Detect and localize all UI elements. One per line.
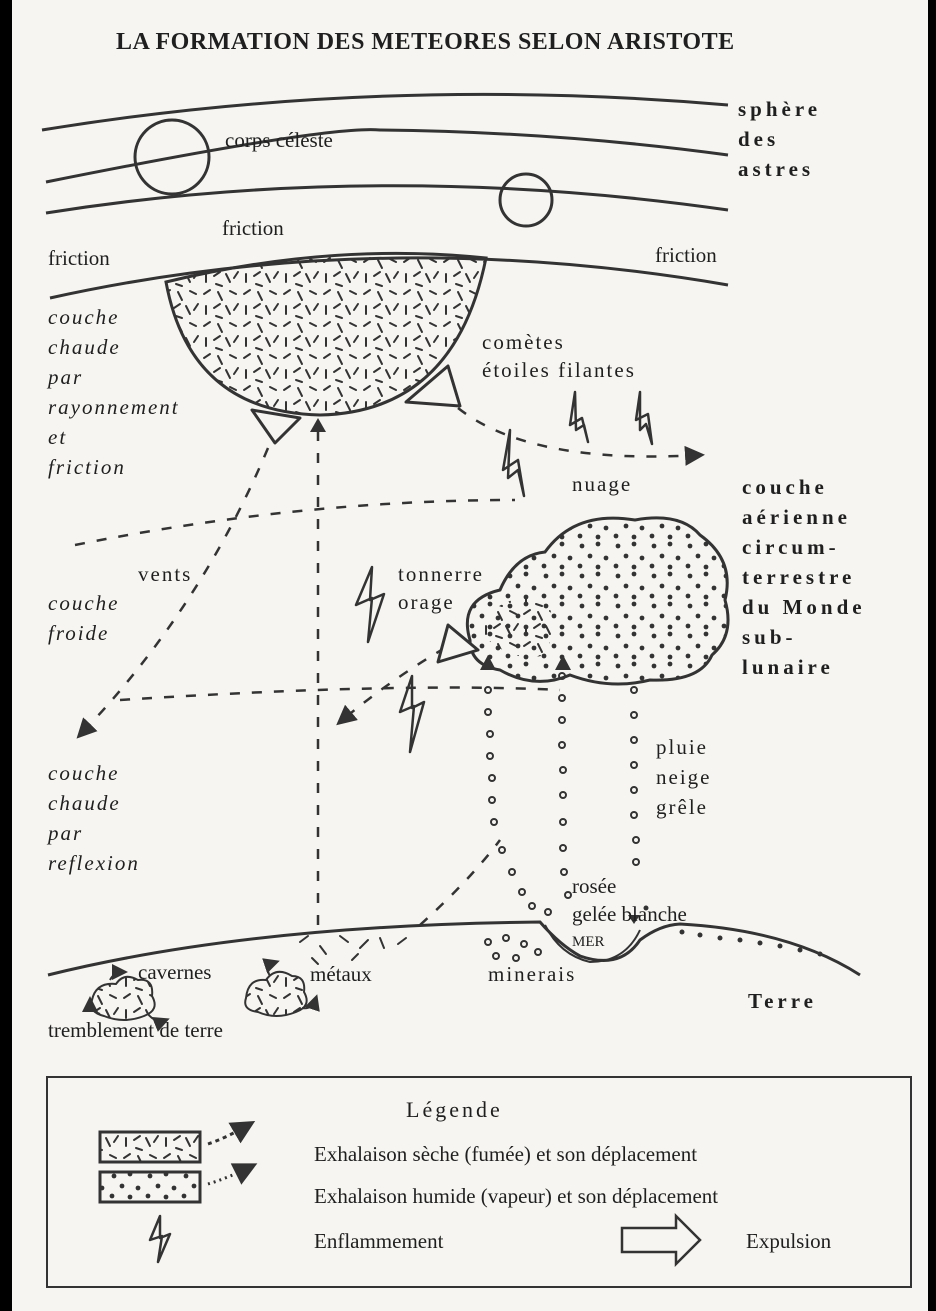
minerais-deposit [485,935,541,961]
label-couche-aerienne-line-1: couche [742,472,866,502]
label-couche-aerienne-line-4: terrestre [742,562,866,592]
label-astres-line: astres [738,154,821,184]
label-minerais: minerais [488,962,576,986]
label-rosee: rosée [572,874,616,898]
label-cometes: comètes [482,330,565,354]
label-couche-froide: couche froide [48,588,119,648]
legend-title: Légende [406,1098,503,1122]
label-orage: orage [398,590,455,614]
label-neige: neige [656,762,711,792]
label-terre: Terre [748,986,817,1016]
label-nuage: nuage [572,472,632,496]
legend-dry-exhalation-text: Exhalaison sèche (fumée) et son déplacem… [314,1142,697,1166]
label-couche-chaude-rayonnement: couche chaude par rayonnement et frictio… [48,302,180,482]
label-gelee-blanche: gelée blanche [572,902,687,926]
label-reflexion-line-4: reflexion [48,848,140,878]
label-sphere-des-astres: sphère des astres [738,94,821,184]
cloud [467,518,728,684]
label-des-line: des [738,124,821,154]
label-et-line: et [48,422,180,452]
label-pluie: pluie [656,732,711,762]
label-couche-aerienne-line-5: du Monde [742,592,866,622]
label-couche-aerienne-line-7: lunaire [742,652,866,682]
label-couche-aerienne: couche aérienne circum- terrestre du Mon… [742,472,866,682]
label-mer: MER [572,930,605,954]
label-tonnerre: tonnerre [398,562,484,586]
label-couche-aerienne-line-2: aérienne [742,502,866,532]
label-friction-line: friction [48,452,180,482]
label-couche-froide-line-1: couche [48,588,119,618]
label-reflexion-line-2: chaude [48,788,140,818]
metaux-deposit [300,936,406,964]
label-friction-right: friction [655,243,717,267]
label-grele: grêle [656,792,711,822]
label-metaux: métaux [310,962,372,986]
upward-arrowhead-center [310,418,326,432]
label-cavernes: cavernes [138,960,211,984]
label-couche-aerienne-line-3: circum- [742,532,866,562]
label-friction-center: friction [222,216,284,240]
diagram-title: LA FORMATION DES METEORES SELON ARISTOTE [116,30,735,54]
celestial-body-circles [135,120,552,226]
label-reflexion-line-3: par [48,818,140,848]
legend-humid-exhalation-text: Exhalaison humide (vapeur) et son déplac… [314,1184,718,1208]
label-vents: vents [138,562,192,586]
label-couche-aerienne-line-6: sub- [742,622,866,652]
label-couche-froide-line-2: froide [48,618,119,648]
legend-enflammement-text: Enflammement [314,1229,443,1253]
label-etoiles-filantes: étoiles filantes [482,358,636,382]
label-couche-chaude-reflexion: couche chaude par reflexion [48,758,140,878]
label-corps-celeste: corps céleste [225,128,333,152]
label-pluie-neige-grele: pluie neige grêle [656,732,711,822]
legend-expulsion-text: Expulsion [746,1229,831,1253]
label-reflexion-line-1: couche [48,758,140,788]
label-par-line: par [48,362,180,392]
label-sphere-line: sphère [738,94,821,124]
label-couche-line: couche [48,302,180,332]
label-rayonnement-line: rayonnement [48,392,180,422]
label-friction-left: friction [48,246,110,270]
label-chaude-line: chaude [48,332,180,362]
label-tremblement-de-terre: tremblement de terre [48,1018,223,1042]
